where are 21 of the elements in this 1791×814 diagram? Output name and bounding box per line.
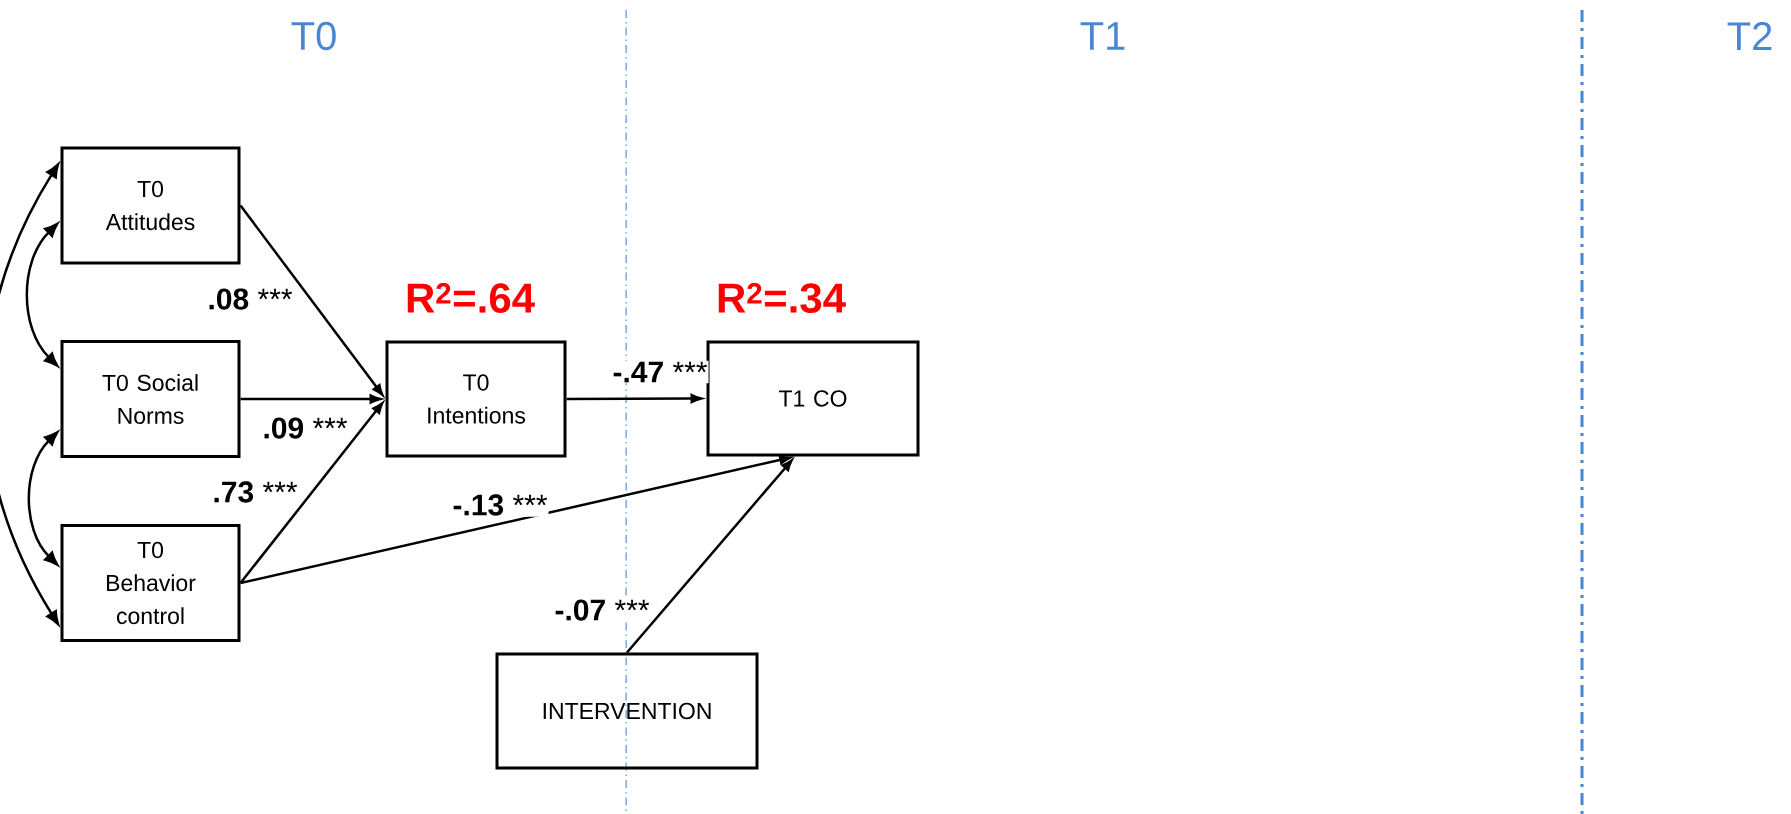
variable-box: T0 Social Norms <box>60 340 241 458</box>
variable-box: T0 Intentions <box>385 340 567 458</box>
arrow <box>239 402 384 584</box>
time-heading: T1 <box>1080 22 1125 50</box>
time-heading: T0 <box>291 21 336 51</box>
variable-box: INTERVENTION <box>495 652 759 770</box>
arrow <box>239 204 384 396</box>
edge-label: -.07 *** <box>553 598 651 622</box>
edge-label: .08 *** <box>206 287 294 311</box>
r-squared-label: R$^{2}$=.64 <box>407 283 535 313</box>
edge-label: -.13 *** <box>451 493 549 517</box>
variable-box: T0 Behavior control <box>60 524 241 642</box>
arrow <box>626 459 793 654</box>
time-heading: T2 <box>1727 22 1772 50</box>
r-squared-label: R$^{2}$=.34 <box>718 283 846 313</box>
edge-label: .73 *** <box>211 480 299 504</box>
edge-label: .09 *** <box>261 416 349 440</box>
variable-box: T0 Attitudes <box>60 146 241 265</box>
arrow <box>240 394 382 404</box>
edge-label: -.47 *** <box>611 360 709 384</box>
variable-box: T1 CO <box>706 340 920 457</box>
